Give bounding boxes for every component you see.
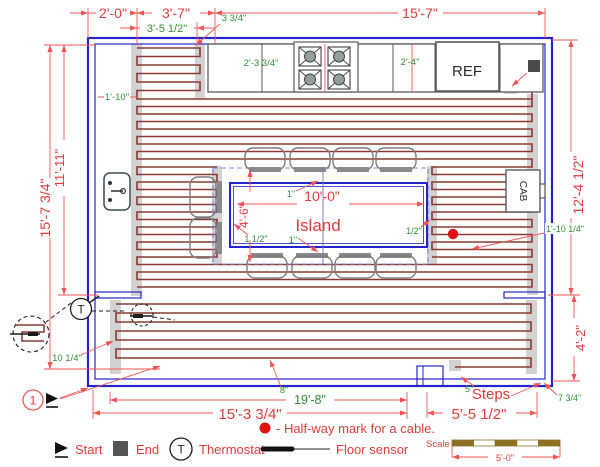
sink-icon <box>103 172 131 211</box>
dim-top-2ft0: 2'-0" <box>99 5 127 21</box>
refrigerator <box>435 41 500 92</box>
dim-top-3-34: 3 3/4" <box>222 13 247 24</box>
dim-bottom-10-14: 10 1/4" <box>52 353 82 364</box>
dim-island-height: 4'-6" <box>237 204 251 228</box>
room-labels: Island REF CAB Steps T <box>77 63 528 403</box>
dim-island-width: 10'-0" <box>304 188 340 204</box>
legend-end-label: End <box>136 442 159 457</box>
dim-counter-2ft4: 2'-4" <box>401 57 420 68</box>
start-flag-icon <box>46 393 58 408</box>
cable-number: 1 <box>30 394 37 408</box>
dim-right-4ft2: 4'-2" <box>573 325 588 351</box>
label-halo <box>545 223 595 234</box>
ref-label: REF <box>452 63 482 80</box>
island-label: Island <box>295 216 340 235</box>
dim-counter-2ft3-34: 2'-3 3/4" <box>244 58 279 69</box>
sensor-detail-circle <box>10 315 50 353</box>
steps-label: Steps <box>472 386 510 403</box>
annotations: 1 <box>10 60 540 411</box>
door-notch <box>416 365 444 387</box>
end-legend-icon <box>113 441 128 456</box>
scale-value: 5'-0" <box>496 453 514 463</box>
outer-wall <box>86 36 554 388</box>
cab-label: CAB <box>517 181 528 202</box>
stools <box>189 147 417 279</box>
legend: Start End T Thermostat - Half-way mark f… <box>55 421 561 463</box>
legend-thermostat-letter: T <box>177 443 185 457</box>
cabinet <box>505 169 546 213</box>
dim-bottom-5: 5" <box>465 384 473 394</box>
floor-sensor-icon <box>130 303 154 327</box>
dim-right-7-34: 7 3/4" <box>558 393 581 403</box>
stove-icon <box>293 41 359 93</box>
legend-thermostat-label: Thermostat <box>199 442 265 457</box>
dim-bottom-15ft3-34: 15'-3 3/4" <box>218 406 281 423</box>
partition-wall-right <box>503 291 546 299</box>
dim-right-1ft10-14: 1'-10 1/4" <box>546 224 584 234</box>
dim-bottom-19ft8: 19'-8" <box>294 393 326 407</box>
sensor-wire <box>45 302 176 323</box>
dim-island-gap-right: 1/2" <box>406 226 422 236</box>
start-legend-icon <box>55 442 68 458</box>
legend-start-label: Start <box>75 442 103 457</box>
scale-label: Scale <box>426 439 450 450</box>
dim-top-3ft5half: 3'-5 1/2" <box>147 23 187 35</box>
dimension-lines <box>44 8 580 460</box>
dim-left-1ft10: 1'-10" <box>105 92 129 103</box>
cable-number-callout: 1 <box>22 389 58 411</box>
heating-cable-layout <box>110 44 538 374</box>
dim-island-gap-left: 1 1/2" <box>244 234 267 244</box>
dim-bottom-8: 8" <box>280 385 288 395</box>
dim-left-11ft11: 11'-11" <box>52 148 67 187</box>
dim-top-15ft7: 15'-7" <box>402 5 438 21</box>
island-zone <box>189 147 429 279</box>
legend-halfway-label: - Half-way mark for a cable. <box>276 421 435 436</box>
thermostat-legend-icon <box>169 437 193 461</box>
dim-right-12ft4half: 12'-4 1/2" <box>570 155 586 214</box>
legend-floor-sensor-label: Floor sensor <box>336 442 409 457</box>
thermostat-icon <box>69 295 100 321</box>
leader-lines <box>59 23 558 400</box>
scale-bar <box>451 439 561 447</box>
dim-top-3ft7: 3'-7" <box>162 5 190 21</box>
dim-island-gap-bottom: 1" <box>289 235 297 245</box>
dim-island-gap-top: 1" <box>287 189 295 199</box>
halfway-legend-icon <box>259 422 271 434</box>
cable-end-icon <box>528 60 540 72</box>
dim-bottom-5ft5half: 5'-5 1/2" <box>452 406 507 423</box>
halfway-mark-icon <box>447 228 459 240</box>
dim-left-15ft7-34: 15'-7 3/4" <box>37 178 53 237</box>
island <box>229 182 428 248</box>
dimension-text: 2'-0" 3'-7" 15'-7" 3'-5 1/2" 3 3/4" 2'-3… <box>37 5 595 423</box>
kitchen-counter <box>207 41 544 93</box>
thermostat-letter: T <box>77 303 85 317</box>
